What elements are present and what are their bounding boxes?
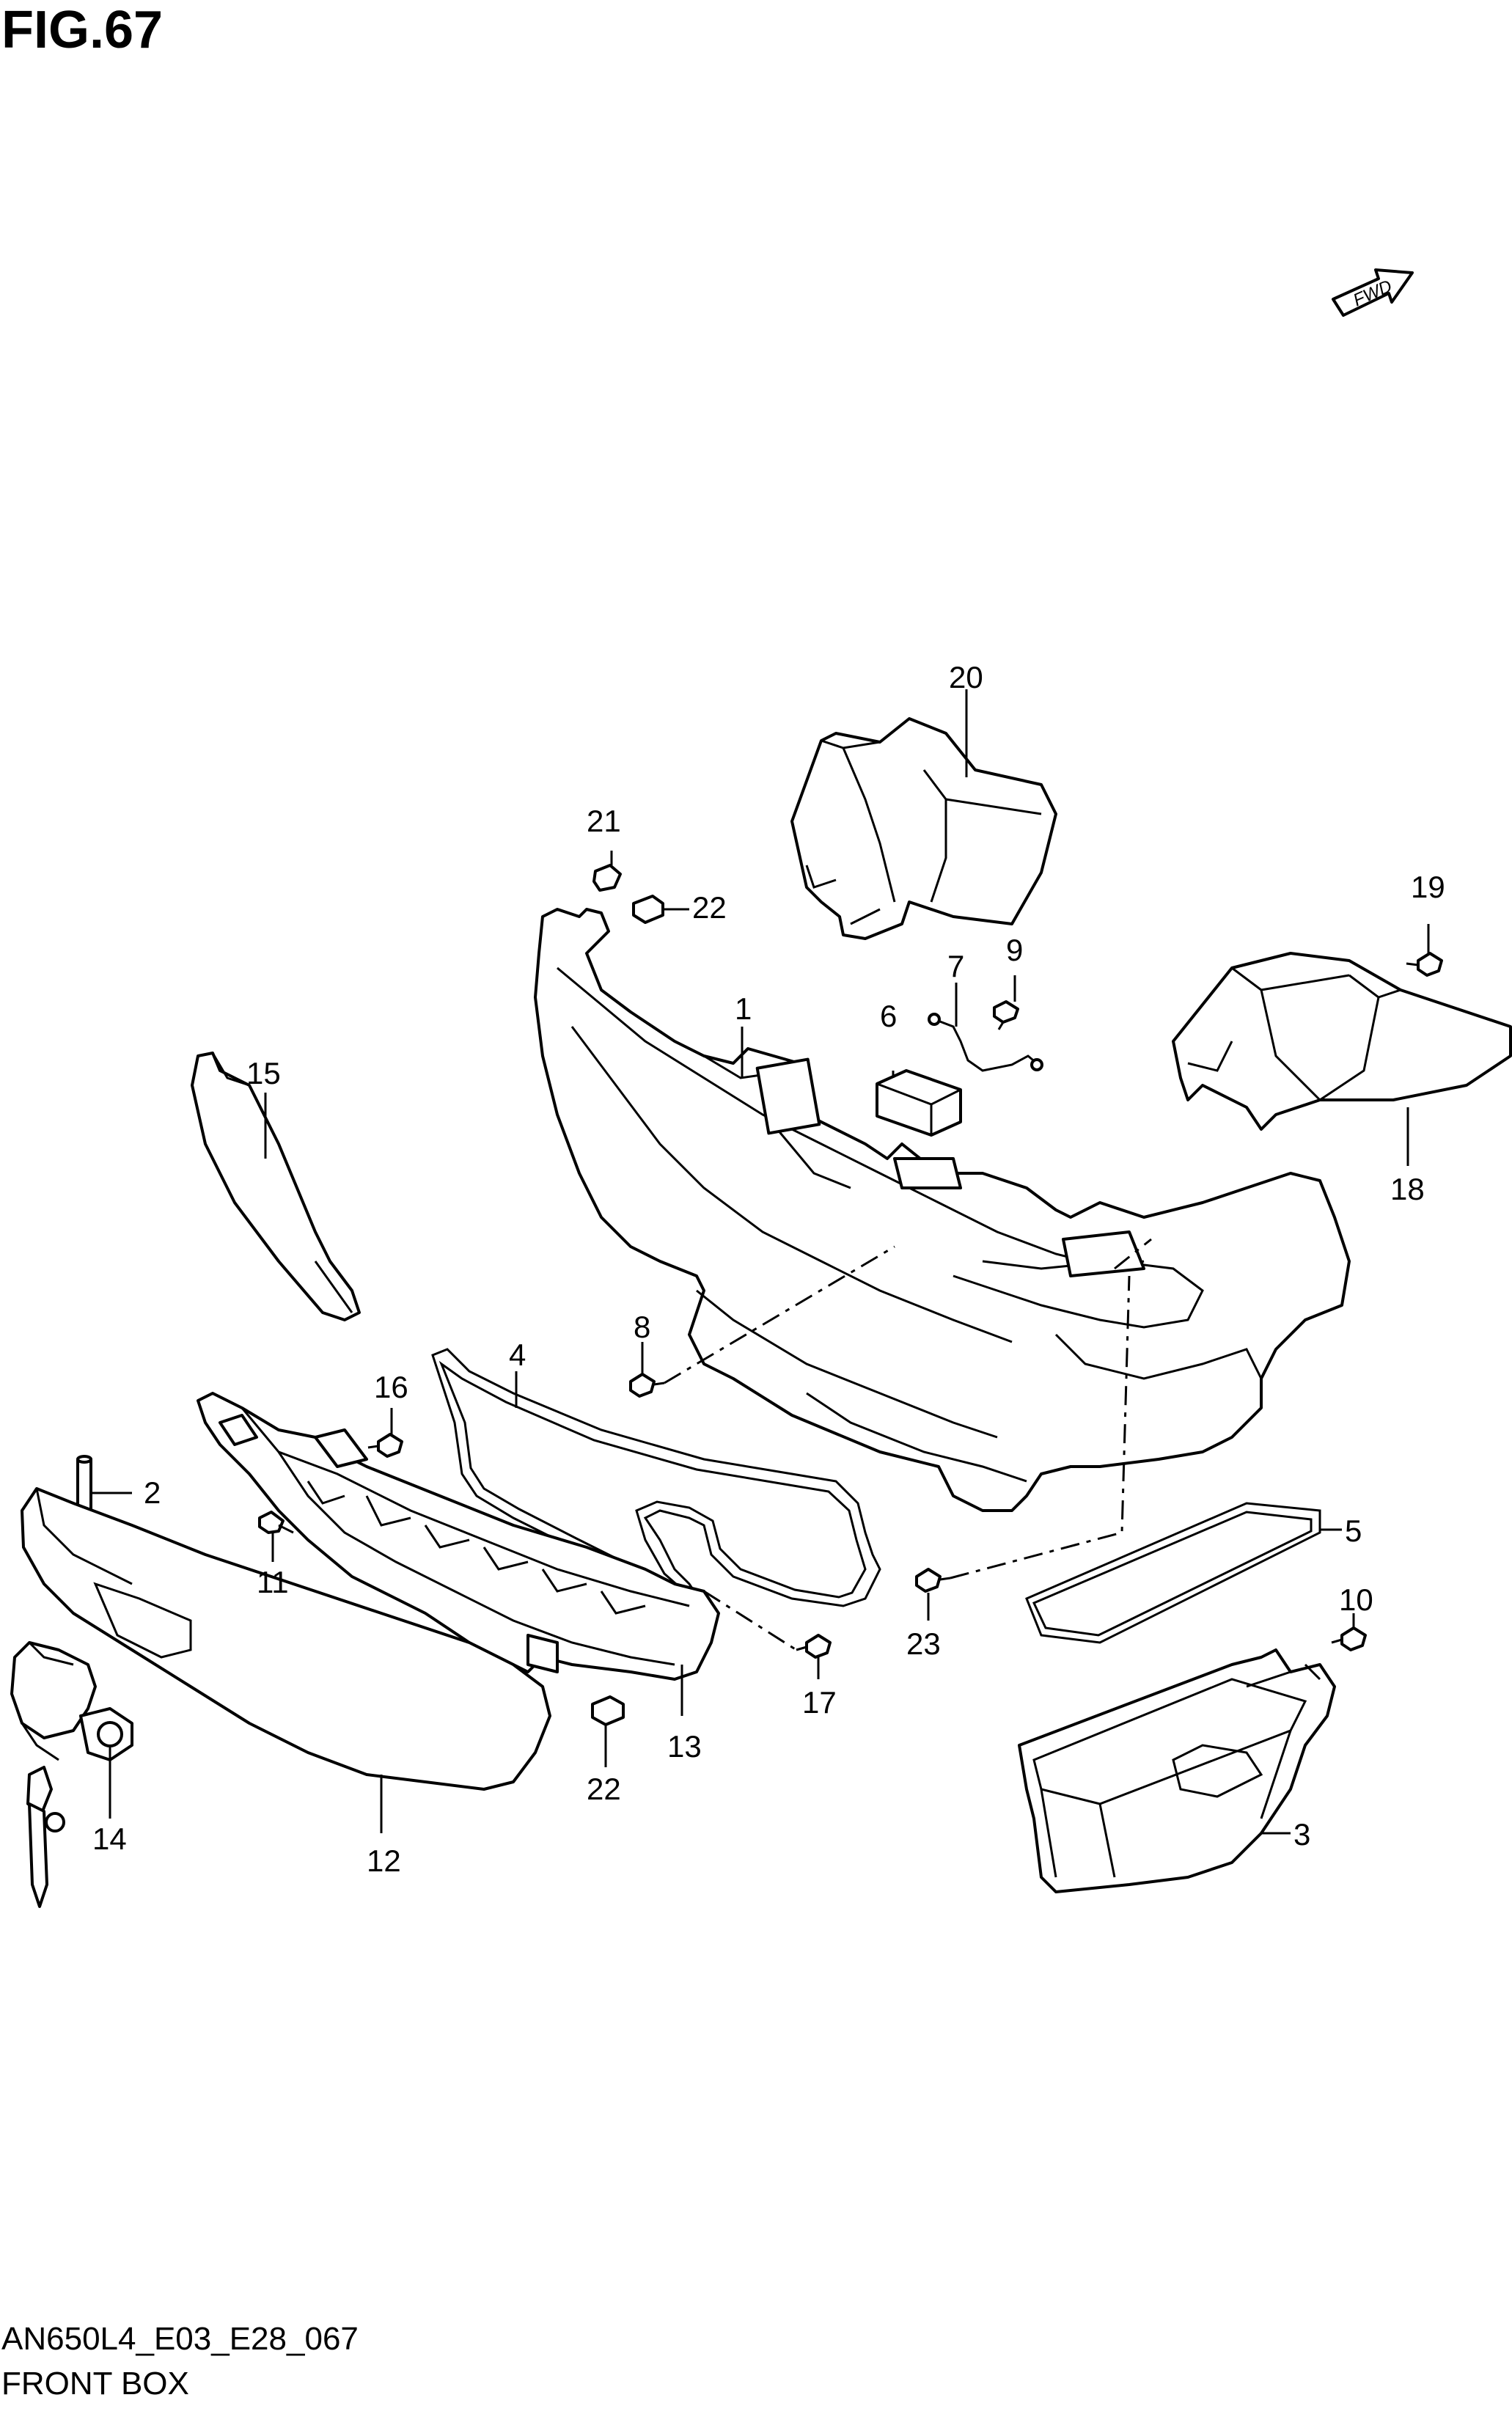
callout-12: 12 (367, 1843, 401, 1878)
installation-dash-lines (664, 1238, 1152, 1651)
callout-6: 6 (880, 999, 897, 1033)
callout-11: 11 (257, 1565, 289, 1599)
part-23-screw (915, 1568, 951, 1593)
part-15-side-panel (191, 1052, 361, 1321)
callout-20: 20 (949, 660, 983, 694)
part-7-ground-wire (928, 1013, 1043, 1072)
part-9-screw (993, 1000, 1019, 1030)
callout-21: 21 (587, 804, 621, 838)
part-17-screw (796, 1634, 832, 1659)
part-16-screw (367, 1433, 403, 1458)
callout-15: 15 (246, 1056, 281, 1090)
callout-22-top: 22 (692, 890, 727, 925)
callout-16: 16 (374, 1370, 408, 1404)
part-1-front-box-body (534, 908, 1351, 1512)
callout-3: 3 (1293, 1817, 1310, 1852)
part-20-inner-cover (790, 717, 1057, 940)
part-3-lower-box (1018, 1648, 1336, 1893)
part-5-lower-seal (1025, 1502, 1321, 1644)
leader-lines (91, 689, 1430, 1835)
part-11-screw (258, 1511, 294, 1534)
callout-17: 17 (802, 1685, 837, 1720)
callout-8: 8 (634, 1310, 650, 1344)
callout-7: 7 (947, 949, 964, 983)
figure-title: FIG.67 (1, 1, 164, 59)
part-19-screw (1406, 952, 1443, 977)
figure-name: FRONT BOX (1, 2366, 189, 2402)
part-21-clip (592, 864, 622, 892)
callout-10: 10 (1339, 1582, 1373, 1617)
callout-1: 1 (735, 991, 752, 1026)
part-10-screw (1331, 1626, 1367, 1651)
part-18-side-cover (1172, 952, 1512, 1131)
callout-19: 19 (1411, 870, 1445, 904)
callout-22-bottom: 22 (587, 1772, 621, 1806)
part-14-lock-assembly (10, 1641, 133, 1908)
figure-code: AN650L4_E03_E28_067 (1, 2321, 359, 2357)
callout-4: 4 (509, 1338, 526, 1372)
part-22-nut-bottom (591, 1695, 625, 1726)
callout-14: 14 (92, 1821, 127, 1856)
callout-23: 23 (906, 1626, 941, 1661)
fwd-arrow-icon: FWD (1332, 268, 1414, 317)
part-6-sponge (876, 1069, 962, 1137)
part-8-screw (629, 1373, 665, 1398)
callout-13: 13 (667, 1729, 702, 1764)
callout-labels: 1 2 3 4 5 6 7 8 9 10 11 12 13 14 15 16 1… (92, 660, 1445, 1878)
callout-18: 18 (1390, 1172, 1425, 1206)
part-22-nut-top (632, 895, 664, 924)
part-13-inner-lid (197, 1392, 720, 1681)
callout-2: 2 (144, 1475, 161, 1510)
part-12-lid (21, 1487, 551, 1791)
callout-5: 5 (1345, 1514, 1362, 1548)
callout-9: 9 (1006, 933, 1023, 967)
